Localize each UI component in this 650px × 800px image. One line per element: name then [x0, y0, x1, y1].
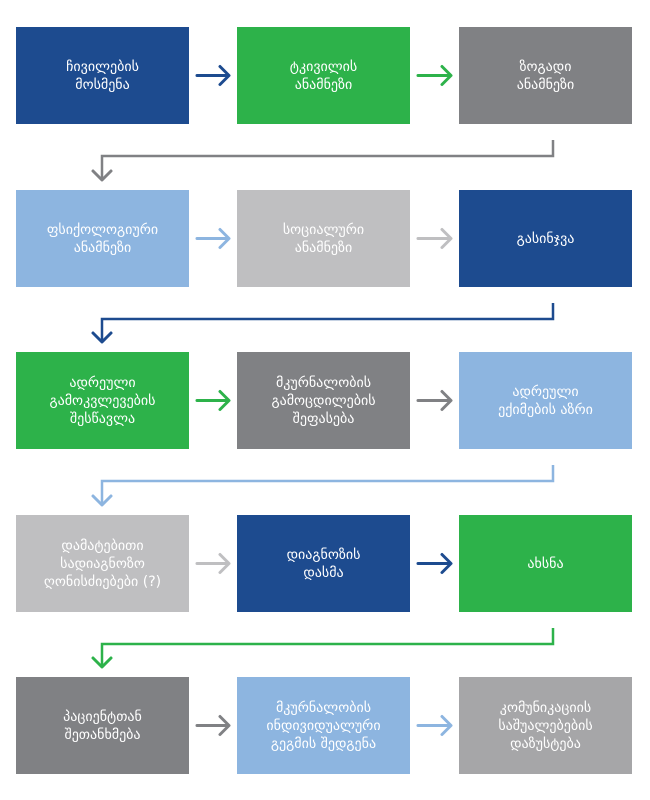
flow-step-label: გასინჯვა — [516, 230, 575, 247]
flow-step-label: დიაგნოზის დასმა — [286, 546, 361, 581]
flow-step-label: სოციალური ანამნეზი — [282, 221, 365, 256]
arrow-right-icon — [195, 390, 231, 411]
flow-step-1-2: ტკივილის ანამნეზი — [237, 27, 410, 124]
flow-step-label: ფსიქოლოგიური ანამნეზი — [46, 221, 159, 256]
flow-step-5-2: მკურნალობის ინდივიდუალური გეგმის შედგენა — [237, 677, 410, 774]
flow-step-2-3: გასინჯვა — [459, 190, 632, 287]
arrow-right-icon — [195, 65, 231, 86]
flow-step-2-1: ფსიქოლოგიური ანამნეზი — [16, 190, 189, 287]
flow-step-label: ახსნა — [527, 555, 564, 572]
flow-step-label: ტკივილის ანამნეზი — [289, 58, 358, 93]
arrow-right-icon — [416, 228, 453, 249]
flow-step-5-1: პაციენტთან შეთანხმება — [16, 677, 189, 774]
flow-step-label: პაციენტთან შეთანხმება — [63, 708, 142, 743]
row-connector-arrow-icon — [91, 140, 555, 182]
flow-step-label: ჩივილების მოსმენა — [66, 58, 139, 93]
arrow-right-icon — [195, 553, 231, 574]
flow-step-label: მკურნალობის ინდივიდუალური გეგმის შედგენა — [266, 699, 381, 752]
flow-step-label: მკურნალობის გამოცდილების შეფასება — [271, 374, 376, 427]
flow-step-label: ზოგადი ანამნეზი — [516, 58, 575, 93]
flow-step-1-1: ჩივილების მოსმენა — [16, 27, 189, 124]
flow-step-3-2: მკურნალობის გამოცდილების შეფასება — [237, 352, 410, 449]
flow-step-label: ადრეული ექიმების აზრი — [498, 383, 593, 418]
flow-step-label: დამატებითი სადიაგნოზო ღონისძიებები (?) — [43, 537, 162, 590]
flow-step-label: კომუნიკაციის საშუალებების დაზუსტება — [498, 699, 593, 752]
flow-step-4-2: დიაგნოზის დასმა — [237, 515, 410, 612]
arrow-right-icon — [195, 715, 231, 736]
arrow-right-icon — [416, 553, 453, 574]
row-connector-arrow-icon — [91, 628, 555, 669]
flow-step-1-3: ზოგადი ანამნეზი — [459, 27, 632, 124]
arrow-right-icon — [416, 715, 453, 736]
flow-step-3-3: ადრეული ექიმების აზრი — [459, 352, 632, 449]
arrow-right-icon — [416, 65, 453, 86]
flow-step-5-3: კომუნიკაციის საშუალებების დაზუსტება — [459, 677, 632, 774]
arrow-right-icon — [416, 390, 453, 411]
flow-step-4-3: ახსნა — [459, 515, 632, 612]
row-connector-arrow-icon — [91, 465, 555, 507]
flow-step-3-1: ადრეული გამოკვლევების შესწავლა — [16, 352, 189, 449]
flow-step-label: ადრეული გამოკვლევების შესწავლა — [49, 374, 156, 427]
flow-step-4-1: დამატებითი სადიაგნოზო ღონისძიებები (?) — [16, 515, 189, 612]
row-connector-arrow-icon — [91, 303, 555, 344]
flow-step-2-2: სოციალური ანამნეზი — [237, 190, 410, 287]
arrow-right-icon — [195, 228, 231, 249]
